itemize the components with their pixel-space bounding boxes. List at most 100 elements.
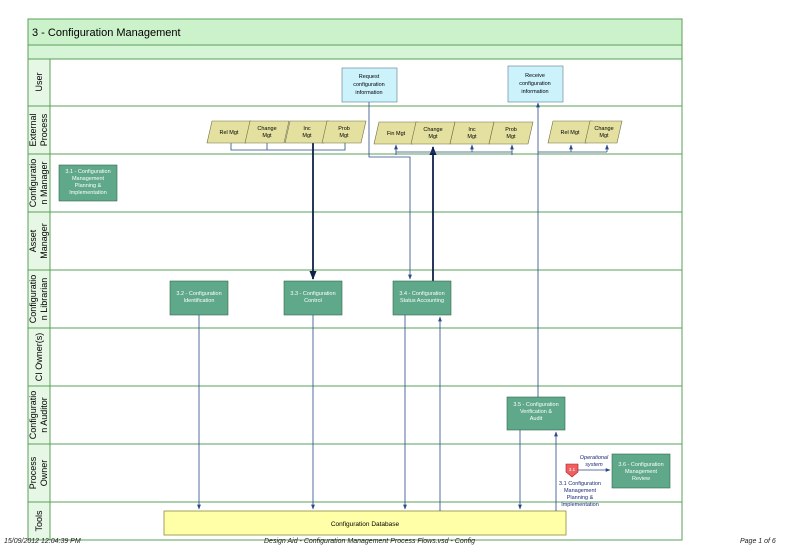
lane-config-librarian bbox=[27, 269, 683, 329]
step-3-5-line2: Verification & bbox=[520, 409, 552, 415]
request-info-line1: Request bbox=[359, 74, 380, 80]
operational-system-line2: system bbox=[585, 462, 603, 468]
step-3-2-line1: 3.2 - Configuration bbox=[176, 291, 221, 297]
receive-info-line3: information bbox=[521, 89, 548, 95]
footer-filename: Design Aid - Configuration Management Pr… bbox=[264, 538, 476, 545]
receive-info-box[interactable] bbox=[507, 65, 564, 103]
operational-system-note: Operational system bbox=[580, 455, 609, 468]
ext-inc-mgt-1-line1: Inc bbox=[303, 126, 311, 132]
ext-prob-mgt-2-line1: Prob bbox=[505, 127, 517, 133]
ext-inc-mgt-2[interactable] bbox=[449, 121, 495, 145]
ext-rel-mgt-2-label: Rel Mgt bbox=[561, 130, 580, 136]
step-3-4-line1: 3.4 - Configuration bbox=[399, 291, 444, 297]
ext-change-mgt-2[interactable] bbox=[410, 121, 456, 145]
lane-label-config-manager-line1: Configuratio bbox=[28, 159, 38, 208]
offpage-badge-label: 3.1 bbox=[569, 467, 576, 472]
step-3-1-line2: Management bbox=[72, 176, 105, 182]
ext-change-mgt-3[interactable] bbox=[584, 120, 623, 144]
ext-inc-mgt-1-line2: Mgt bbox=[302, 133, 312, 139]
ext-inc-mgt-2-line2: Mgt bbox=[467, 134, 477, 140]
request-info-line3: information bbox=[355, 90, 382, 96]
connectors bbox=[197, 102, 611, 511]
arrow-request-to-3-4 bbox=[368, 102, 412, 280]
lane-label-process-owner-line2: Owner bbox=[39, 460, 49, 487]
step-3-1-line4: Implementation bbox=[69, 190, 107, 196]
step-3-2-box[interactable] bbox=[169, 280, 229, 316]
lane-asset-manager bbox=[27, 211, 683, 271]
lane-label-process-owner: Process Owner bbox=[28, 456, 49, 489]
lane-label-config-manager-line2: n Manager bbox=[39, 161, 49, 204]
request-info-line2: configuration bbox=[353, 82, 385, 88]
step-3-6-line2: Management bbox=[625, 469, 658, 475]
step-3-1-box[interactable] bbox=[58, 164, 118, 202]
ext-prob-mgt-1-line1: Prob bbox=[338, 126, 350, 132]
lane-label-external-line1: External bbox=[28, 113, 38, 146]
lane-label-asset-manager-line2: Manager bbox=[39, 223, 49, 259]
lane-config-manager bbox=[27, 153, 683, 213]
lane-label-external: External Process bbox=[28, 113, 49, 146]
step-3-6-line1: 3.6 - Configuration bbox=[618, 462, 663, 468]
receive-info-text: Receive configuration information bbox=[519, 73, 551, 95]
offpage-badge[interactable] bbox=[565, 463, 579, 478]
ext-fin-mgt-label: Fin Mgt bbox=[387, 131, 406, 137]
lane-label-config-auditor-line1: Configuratio bbox=[28, 391, 38, 440]
footer-page: Page 1 of 6 bbox=[740, 538, 776, 545]
lane-label-config-auditor: Configuratio n Auditor bbox=[28, 391, 49, 440]
step-3-5-line1: 3.5 - Configuration bbox=[513, 402, 558, 408]
receive-info-line1: Receive bbox=[525, 73, 545, 79]
lane-config-auditor bbox=[27, 385, 683, 445]
title-bar bbox=[27, 18, 683, 46]
lane-label-process-owner-line1: Process bbox=[28, 456, 38, 489]
step-3-3-line2: Control bbox=[304, 298, 322, 304]
step-3-6-line3: Review bbox=[632, 476, 650, 482]
ext-change-mgt-2-line1: Change bbox=[423, 127, 442, 133]
ext-change-mgt-2-line2: Mgt bbox=[428, 134, 438, 140]
step-3-5-line3: Audit bbox=[530, 416, 543, 422]
step-3-3-box[interactable] bbox=[283, 280, 343, 316]
lane-label-config-librarian: Configuratio n Librarian bbox=[28, 275, 49, 324]
offpage-ref-line2: Management bbox=[564, 488, 597, 494]
lane-label-external-line2: Process bbox=[39, 113, 49, 146]
lane-label-config-auditor-line2: n Auditor bbox=[39, 397, 49, 433]
step-3-3-line1: 3.3 - Configuration bbox=[290, 291, 335, 297]
lane-label-config-librarian-line2: n Librarian bbox=[39, 278, 49, 321]
ext-rel-mgt-1-label: Rel Mgt bbox=[220, 130, 239, 136]
configuration-database[interactable] bbox=[163, 510, 567, 536]
footer-timestamp: 15/09/2012 12:04:39 PM bbox=[4, 538, 81, 545]
configuration-database-label: Configuration Database bbox=[331, 521, 400, 528]
ext-change-mgt-3-line2: Mgt bbox=[599, 133, 609, 139]
lane-label-tools: Tools bbox=[34, 510, 44, 532]
step-3-4-line2: Status Accounting bbox=[400, 298, 444, 304]
step-3-4-box[interactable] bbox=[392, 280, 452, 316]
ext-change-mgt-1-line2: Mgt bbox=[262, 133, 272, 139]
offpage-reference[interactable]: 3.1 bbox=[565, 463, 579, 478]
ext-inc-mgt-2-line1: Inc bbox=[468, 127, 476, 133]
receive-info-line2: configuration bbox=[519, 81, 551, 87]
lane-ci-owner bbox=[27, 327, 683, 387]
step-3-5-box[interactable] bbox=[506, 396, 566, 431]
ext-prob-mgt-1[interactable] bbox=[321, 120, 367, 144]
ext-prob-mgt-2-line2: Mgt bbox=[506, 134, 516, 140]
request-info-text: Request configuration information bbox=[353, 74, 385, 96]
process-steps: 3.1 - Configuration Management Planning … bbox=[58, 164, 671, 489]
ext-change-mgt-3-line1: Change bbox=[594, 126, 613, 132]
offpage-ref-text: 3.1 Configuration Management Planning & … bbox=[559, 481, 601, 508]
lane-label-asset-manager: Asset Manager bbox=[28, 223, 49, 259]
step-3-6-box[interactable] bbox=[611, 453, 671, 489]
ext-inc-mgt-1[interactable] bbox=[284, 120, 330, 144]
ext-prob-mgt-2[interactable] bbox=[488, 121, 534, 145]
header-band bbox=[27, 44, 683, 60]
ext-prob-mgt-1-line2: Mgt bbox=[339, 133, 349, 139]
lane-label-asset-manager-line1: Asset bbox=[28, 229, 38, 252]
step-3-2-line2: Identification bbox=[184, 298, 215, 304]
lane-label-tools-bg bbox=[27, 501, 51, 541]
external-processes: Rel Mgt Change Mgt Inc Mgt Prob Mgt Fin … bbox=[206, 120, 623, 145]
ext-change-mgt-1-line1: Change bbox=[257, 126, 276, 132]
request-info-box[interactable] bbox=[341, 67, 398, 103]
lane-label-config-librarian-line1: Configuratio bbox=[28, 275, 38, 324]
step-3-1-line3: Planning & bbox=[75, 183, 102, 189]
offpage-ref-line1: 3.1 Configuration bbox=[559, 481, 601, 487]
diagram-title: 3 - Configuration Management bbox=[32, 27, 181, 39]
ext-change-mgt-1[interactable] bbox=[244, 120, 290, 144]
